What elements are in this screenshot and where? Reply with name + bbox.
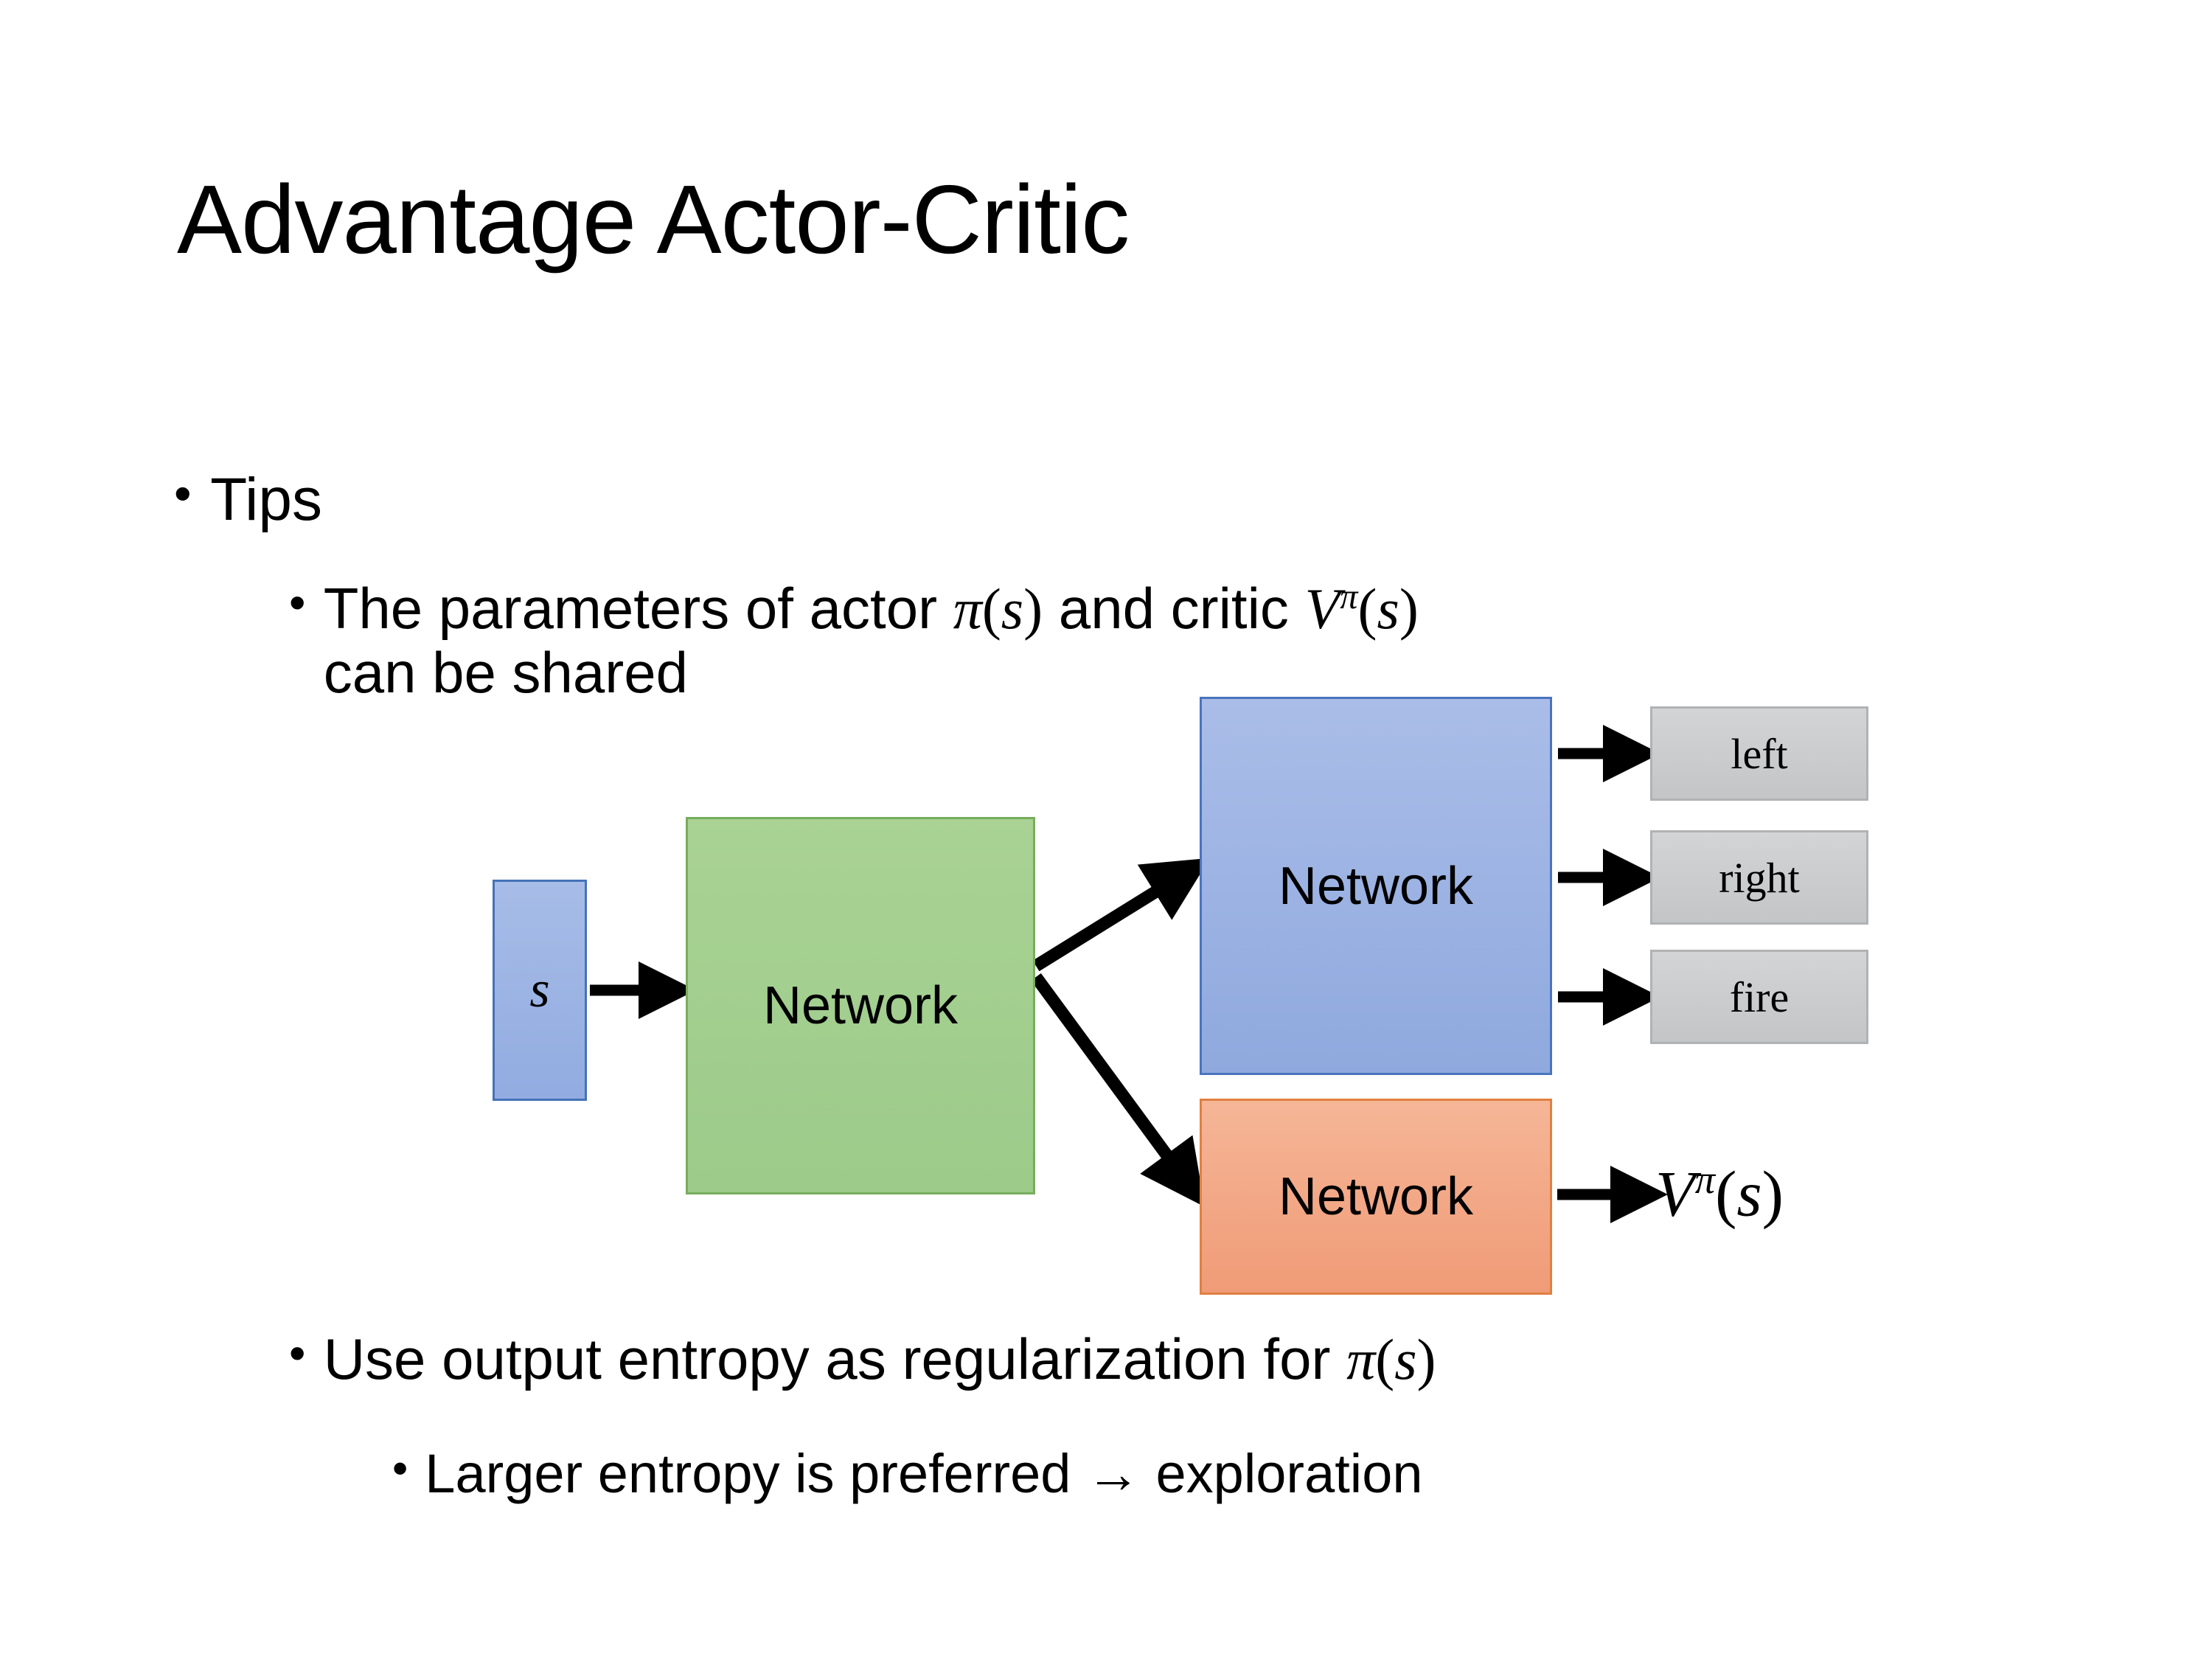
page-title: Advantage Actor-Critic	[177, 165, 1130, 274]
action-box-left[interactable]: left	[1650, 706, 1868, 801]
arrow-shared-to-critic	[1031, 973, 1206, 1207]
actor-policy-math: π(s)	[953, 577, 1043, 641]
action-label-fire: fire	[1729, 973, 1790, 1021]
critic-output-base: V	[1655, 1158, 1695, 1231]
action-label-right: right	[1719, 853, 1800, 902]
shared-network-label: Network	[762, 976, 959, 1035]
bullet-tips-label: Tips	[210, 466, 322, 533]
arrow-shared-to-actor	[1032, 858, 1211, 972]
bullet-larger-entropy: • Larger entropy is preferred → explorat…	[392, 1443, 1423, 1505]
critic-network-label: Network	[1278, 1167, 1474, 1226]
bullet-shared-parameters-text: The parameters of actor π(s) and critic …	[323, 576, 1419, 706]
state-input-label: s	[529, 961, 550, 1018]
entropy-prefix: Use output entropy as regularization for	[323, 1326, 1347, 1391]
critic-output-arg: (s)	[1715, 1158, 1784, 1231]
bullet-larger-entropy-label: Larger entropy is preferred → exploratio…	[425, 1443, 1423, 1504]
bullet-entropy-text: Use output entropy as regularization for…	[323, 1326, 1436, 1391]
params-line2: can be shared	[323, 640, 689, 706]
critic-network-box[interactable]: Network	[1200, 1099, 1552, 1295]
critic-value-output: Vπ(s)	[1655, 1156, 1784, 1231]
action-box-right[interactable]: right	[1650, 830, 1868, 925]
bullet-marker-icon: •	[289, 1326, 306, 1380]
bullet-tips: • Tips	[174, 466, 322, 534]
critic-output-superscript: π	[1694, 1157, 1716, 1202]
bullet-entropy-regularization: • Use output entropy as regularization f…	[289, 1326, 1436, 1391]
actor-network-box[interactable]: Network	[1200, 697, 1552, 1075]
entropy-policy-math: π(s)	[1346, 1327, 1436, 1391]
state-input-box[interactable]: s	[493, 880, 587, 1101]
bullet-marker-icon: •	[289, 576, 306, 629]
action-box-fire[interactable]: fire	[1650, 950, 1868, 1044]
actor-network-label: Network	[1278, 856, 1474, 916]
bullet-marker-icon: •	[174, 466, 192, 521]
bullet-shared-parameters: • The parameters of actor π(s) and criti…	[289, 576, 1419, 706]
action-label-left: left	[1731, 729, 1788, 778]
params-prefix: The parameters of actor	[323, 576, 953, 641]
shared-network-box[interactable]: Network	[686, 817, 1035, 1194]
bullet-marker-icon: •	[392, 1443, 408, 1493]
params-mid: and critic	[1043, 576, 1305, 641]
critic-value-math: Vπ(s)	[1304, 577, 1419, 641]
